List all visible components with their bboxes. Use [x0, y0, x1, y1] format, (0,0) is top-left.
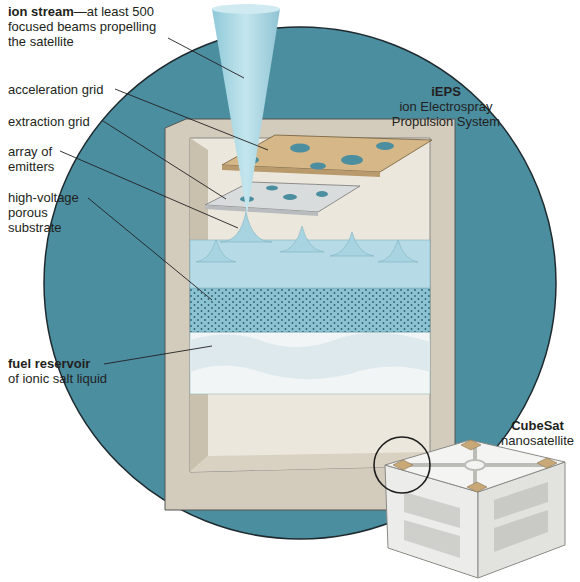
- part-label: nanosatellite: [495, 433, 580, 448]
- housing-cavity: [190, 138, 430, 472]
- cube-hub: [465, 460, 485, 470]
- part-label: extraction grid: [8, 114, 90, 129]
- cube-cutout: [494, 510, 548, 552]
- ion-cone: [212, 9, 280, 214]
- label-group: fuel reservoirof ionic salt liquid: [8, 356, 158, 386]
- part-label: iEPS: [387, 84, 505, 99]
- extraction-grid: [205, 182, 360, 216]
- part-label: high-voltage porous substrate: [8, 190, 79, 235]
- extraction-edge: [205, 205, 318, 216]
- grid-hole: [290, 144, 310, 153]
- part-label: CubeSat: [495, 418, 580, 433]
- leader-line: [88, 198, 212, 300]
- label-group: array of emitters: [8, 144, 70, 174]
- leader-line: [115, 89, 268, 150]
- grid-hole: [376, 142, 394, 150]
- part-label: ion stream: [8, 4, 74, 19]
- part-label: of ionic salt liquid: [8, 371, 158, 386]
- leader-line: [104, 346, 212, 364]
- solar-pad: [537, 458, 557, 468]
- emitter-tip: [220, 212, 272, 242]
- porous-substrate: [190, 288, 430, 332]
- leader-line: [103, 121, 226, 199]
- part-label: ion Electrospray Propulsion System: [387, 99, 505, 129]
- label-group: acceleration grid: [8, 82, 138, 97]
- housing-wall: [165, 119, 455, 510]
- emitter-tip: [280, 226, 324, 252]
- emitter-tip: [196, 240, 236, 262]
- thruster-housing: [165, 119, 455, 510]
- solar-pad: [461, 440, 481, 450]
- ion-cone-top: [212, 4, 280, 14]
- label-group: iEPSion Electrospray Propulsion System: [387, 84, 505, 129]
- cube-cutout: [404, 520, 460, 558]
- grid-hole: [266, 186, 278, 191]
- label-group: ion stream—at least 500 focused beams pr…: [8, 4, 176, 49]
- leader-line: [168, 38, 244, 78]
- cubesat: [374, 437, 565, 578]
- grid-hole: [310, 163, 326, 170]
- magnifier-circle: [374, 437, 430, 493]
- label-group: extraction grid: [8, 114, 128, 129]
- label-group: CubeSatnanosatellite: [495, 418, 580, 448]
- grid-hole: [341, 155, 363, 165]
- part-label: fuel reservoir: [8, 356, 158, 371]
- reservoir-liquid: [190, 333, 430, 379]
- ion-stream: [212, 4, 280, 214]
- emitter-tip: [330, 232, 374, 256]
- grid-hole: [283, 194, 297, 200]
- substrate-pores: [190, 288, 430, 332]
- solar-pad: [467, 482, 487, 492]
- label-group: high-voltage porous substrate: [8, 190, 94, 235]
- reservoir-body: [190, 332, 430, 394]
- emitter-array: [190, 212, 430, 288]
- substrate-body: [190, 288, 430, 332]
- fuel-reservoir: [190, 332, 430, 394]
- part-label: acceleration grid: [8, 82, 103, 97]
- leader-line: [60, 151, 238, 228]
- emitter-tip: [378, 240, 418, 262]
- grid-hole: [316, 191, 328, 197]
- solar-pad: [393, 460, 413, 470]
- detail-circle: [44, 27, 556, 539]
- part-label: array of emitters: [8, 144, 54, 174]
